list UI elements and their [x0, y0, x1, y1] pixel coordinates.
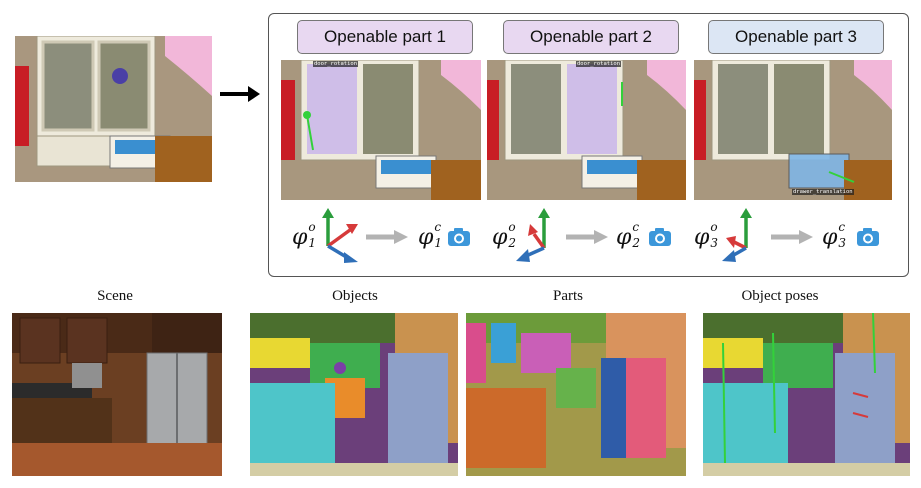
annotation-tag-2: door_rotation	[576, 61, 622, 67]
gray-arrow-icon	[771, 230, 813, 244]
objects-image	[250, 313, 458, 476]
parts-image	[466, 313, 686, 476]
camera-icon	[448, 228, 470, 246]
part-label-1: Openable part 1	[297, 20, 473, 54]
caption-object-poses: Object poses	[741, 288, 819, 304]
scene-image	[12, 313, 222, 476]
openable-parts-frame	[268, 13, 909, 277]
gray-arrow-icon	[366, 230, 408, 244]
right-arrow-icon	[220, 86, 260, 102]
part-image-2	[487, 60, 686, 200]
camera-icon	[649, 228, 671, 246]
part-label-2: Openable part 2	[503, 20, 679, 54]
caption-scene: Scene	[97, 288, 133, 304]
camera-icon	[857, 228, 879, 246]
axes-icon	[322, 208, 358, 263]
annotation-tag-1: door_rotation	[313, 61, 359, 67]
input-photo	[15, 36, 212, 182]
caption-parts: Parts	[553, 288, 583, 304]
object-poses-image	[703, 313, 910, 476]
axes-icon	[722, 208, 752, 262]
axes-icon	[516, 208, 550, 262]
caption-objects: Objects	[332, 288, 378, 304]
part-image-1	[281, 60, 481, 200]
annotation-tag-3: drawer_translation	[792, 189, 854, 195]
gray-arrow-icon	[566, 230, 608, 244]
part-label-3: Openable part 3	[708, 20, 884, 54]
part-image-3	[694, 60, 892, 200]
